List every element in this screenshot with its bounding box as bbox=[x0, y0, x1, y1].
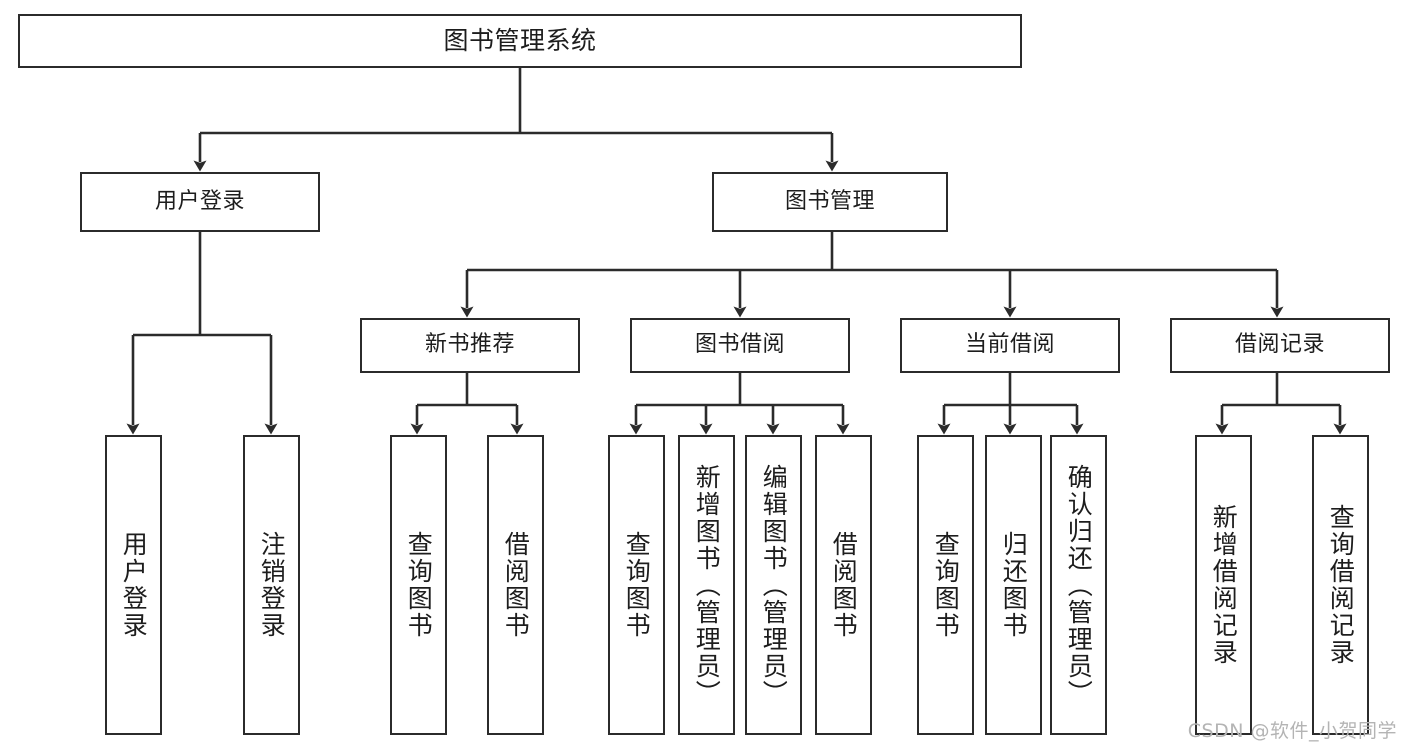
node-leaf-query-borrow-record[interactable]: 查询借阅记录 bbox=[1312, 435, 1369, 735]
node-label: 查询图书 bbox=[931, 531, 961, 639]
node-user-login[interactable]: 用户登录 bbox=[80, 172, 320, 232]
node-label: 图书管理系统 bbox=[443, 26, 597, 56]
node-book-manage[interactable]: 图书管理 bbox=[712, 172, 948, 232]
node-current-borrow[interactable]: 当前借阅 bbox=[900, 318, 1120, 373]
node-label: 用户登录 bbox=[154, 188, 245, 214]
node-label: 查询图书 bbox=[404, 531, 434, 639]
node-label: 查询图书 bbox=[622, 531, 652, 639]
node-label: 当前借阅 bbox=[964, 332, 1055, 358]
node-label: 新书推荐 bbox=[424, 332, 515, 358]
node-leaf-query-book-current[interactable]: 查询图书 bbox=[917, 435, 974, 735]
node-leaf-query-book-borrow[interactable]: 查询图书 bbox=[608, 435, 665, 735]
node-label: 编辑图书（管理员） bbox=[759, 463, 789, 707]
node-label: 查询借阅记录 bbox=[1326, 504, 1356, 666]
node-label: 图书借阅 bbox=[694, 332, 785, 358]
node-label: 新增借阅记录 bbox=[1209, 504, 1239, 666]
node-label: 借阅图书 bbox=[829, 531, 859, 639]
node-leaf-query-book-recommend[interactable]: 查询图书 bbox=[390, 435, 447, 735]
node-label: 注销登录 bbox=[257, 531, 287, 639]
node-leaf-borrow-book[interactable]: 借阅图书 bbox=[815, 435, 872, 735]
node-leaf-add-borrow-record[interactable]: 新增借阅记录 bbox=[1195, 435, 1252, 735]
node-leaf-user-logout[interactable]: 注销登录 bbox=[243, 435, 300, 735]
node-leaf-confirm-return[interactable]: 确认归还（管理员） bbox=[1050, 435, 1107, 735]
node-label: 确认归还（管理员） bbox=[1064, 463, 1094, 707]
node-leaf-edit-book[interactable]: 编辑图书（管理员） bbox=[745, 435, 802, 735]
node-label: 借阅图书 bbox=[501, 531, 531, 639]
node-label: 图书管理 bbox=[784, 188, 875, 214]
node-borrow-record[interactable]: 借阅记录 bbox=[1170, 318, 1390, 373]
node-new-book-recommend[interactable]: 新书推荐 bbox=[360, 318, 580, 373]
node-leaf-borrow-book-recommend[interactable]: 借阅图书 bbox=[487, 435, 544, 735]
node-label: 新增图书（管理员） bbox=[692, 463, 722, 707]
csdn-watermark: CSDN @软件_小贺同学 bbox=[1187, 720, 1397, 742]
node-leaf-user-login[interactable]: 用户登录 bbox=[105, 435, 162, 735]
node-label: 归还图书 bbox=[999, 531, 1029, 639]
node-book-borrow[interactable]: 图书借阅 bbox=[630, 318, 850, 373]
node-root-book-management-system[interactable]: 图书管理系统 bbox=[18, 14, 1022, 68]
node-leaf-return-book[interactable]: 归还图书 bbox=[985, 435, 1042, 735]
node-label: 借阅记录 bbox=[1234, 332, 1325, 358]
node-leaf-add-book[interactable]: 新增图书（管理员） bbox=[678, 435, 735, 735]
node-label: 用户登录 bbox=[119, 531, 149, 639]
